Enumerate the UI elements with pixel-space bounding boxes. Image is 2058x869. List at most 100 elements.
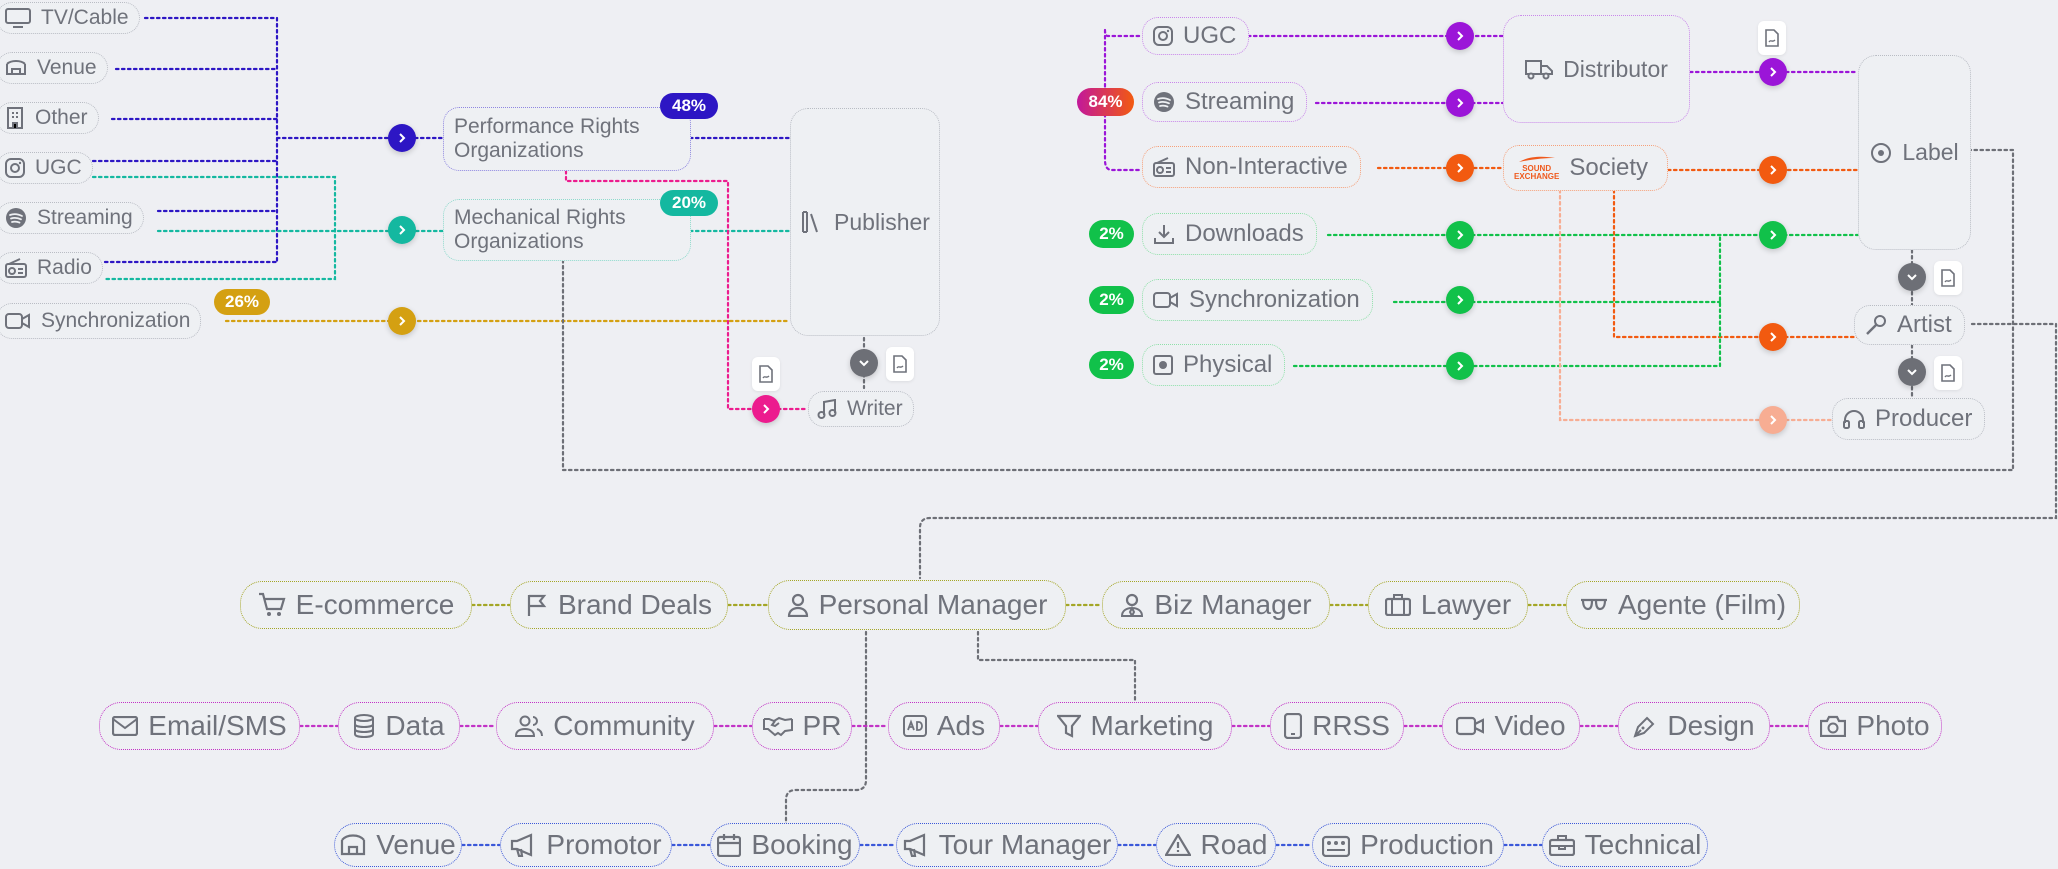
community-label: Community — [553, 710, 695, 741]
group-icon — [515, 715, 544, 737]
artist-node[interactable]: Artist — [1854, 305, 1965, 345]
booking-label: Booking — [751, 829, 853, 860]
lawyer-node[interactable]: Lawyer — [1368, 581, 1528, 629]
tour-manager-node[interactable]: Tour Manager — [896, 823, 1118, 867]
label-down-chevron-icon[interactable] — [1898, 263, 1926, 291]
downloads-label: Downloads — [1185, 220, 1304, 247]
handshake-icon — [762, 715, 793, 737]
pro-arrow-icon[interactable] — [388, 124, 416, 152]
photo-node[interactable]: Photo — [1808, 702, 1942, 750]
data-node[interactable]: Data — [338, 702, 460, 750]
ugc-arrow-icon[interactable] — [1446, 22, 1474, 50]
sunglasses-icon — [1580, 597, 1608, 613]
mechanical-rights-organizations[interactable]: Mechanical Rights Organizations — [443, 199, 691, 261]
business-person-icon — [1120, 593, 1144, 617]
production-node[interactable]: Production — [1312, 823, 1504, 867]
agente-film-node[interactable]: Agente (Film) — [1566, 581, 1800, 629]
producer-arrow-icon[interactable] — [1759, 406, 1787, 434]
downloads-node[interactable]: Downloads — [1142, 213, 1317, 255]
downloads-arrow-icon[interactable] — [1446, 221, 1474, 249]
booking-node[interactable]: Booking — [710, 823, 860, 867]
physical-node[interactable]: Physical — [1142, 344, 1286, 386]
mro-arrow-icon[interactable] — [388, 216, 416, 244]
non-interactive-node[interactable]: Non-Interactive — [1142, 146, 1361, 188]
personal-manager-node[interactable]: Personal Manager — [768, 580, 1066, 630]
biz-manager-node[interactable]: Biz Manager — [1102, 581, 1330, 629]
writer-node[interactable]: Writer — [808, 391, 914, 427]
database-icon — [353, 714, 375, 738]
brand-deals-node[interactable]: Brand Deals — [510, 581, 728, 629]
right-synchronization-node[interactable]: Synchronization — [1142, 279, 1373, 321]
email-sms-node[interactable]: Email/SMS — [99, 702, 300, 750]
road-label: Road — [1200, 829, 1268, 860]
touring-venue-node[interactable]: Venue — [334, 823, 462, 867]
source-synchronization-label: Synchronization — [41, 309, 191, 332]
pr-node[interactable]: PR — [752, 702, 852, 750]
writer-arrow-icon[interactable] — [752, 395, 780, 423]
mro-title: Mechanical Rights Organizations — [454, 206, 626, 253]
road-node[interactable]: Road — [1156, 823, 1276, 867]
marketing-label: Marketing — [1090, 710, 1214, 741]
society-arrow-icon[interactable] — [1759, 156, 1787, 184]
main-share-badge: 84% — [1077, 88, 1134, 116]
source-synchronization[interactable]: Synchronization — [0, 303, 202, 339]
marketing-node[interactable]: Marketing — [1038, 702, 1232, 750]
publisher-node[interactable]: Publisher — [790, 108, 940, 336]
books-icon — [800, 210, 824, 234]
video-camera-icon — [1456, 716, 1485, 736]
download-icon — [1153, 223, 1175, 245]
pro-title: Performance Rights Organizations — [454, 115, 640, 162]
design-node[interactable]: Design — [1618, 702, 1770, 750]
physical-share-badge: 2% — [1089, 351, 1134, 379]
label-contract-icon — [1934, 261, 1962, 295]
source-radio[interactable]: Radio — [0, 252, 103, 284]
promotor-node[interactable]: Promotor — [500, 823, 672, 867]
video-camera-icon — [5, 312, 31, 330]
distributor-node[interactable]: Distributor — [1503, 15, 1690, 123]
megaphone-icon — [903, 833, 929, 857]
lawyer-label: Lawyer — [1420, 589, 1512, 620]
technical-node[interactable]: Technical — [1542, 823, 1708, 867]
ads-node[interactable]: Ads — [888, 702, 1000, 750]
source-tv-cable[interactable]: TV/Cable — [0, 2, 140, 34]
microphone-icon — [1865, 314, 1887, 336]
rrss-label: RRSS — [1312, 710, 1390, 741]
source-other[interactable]: Other — [0, 102, 99, 134]
right-ugc-label: UGC — [1183, 22, 1237, 49]
publisher-down-chevron-icon[interactable] — [850, 349, 878, 377]
performance-rights-organizations[interactable]: Performance Rights Organizations — [443, 107, 691, 171]
mro-share-badge: 20% — [660, 190, 718, 216]
artist-down-chevron-icon[interactable] — [1898, 358, 1926, 386]
label-node[interactable]: Label — [1858, 55, 1971, 250]
publisher-label: Publisher — [834, 208, 930, 235]
source-ugc[interactable]: UGC — [0, 152, 93, 184]
source-streaming[interactable]: Streaming — [0, 202, 144, 234]
sync-arrow-icon[interactable] — [388, 307, 416, 335]
sync2-share-badge: 2% — [1089, 286, 1134, 314]
rrss-node[interactable]: RRSS — [1270, 702, 1404, 750]
touring-venue-label: Venue — [376, 829, 456, 860]
distributor-arrow-icon[interactable] — [1759, 58, 1787, 86]
sync2-arrow-icon[interactable] — [1446, 286, 1474, 314]
music-note-icon — [817, 399, 837, 419]
promotor-label: Promotor — [546, 829, 662, 860]
artist-contract-icon — [1934, 356, 1962, 390]
source-venue[interactable]: Venue — [0, 52, 108, 84]
right-ugc-node[interactable]: UGC — [1142, 17, 1250, 55]
ecommerce-node[interactable]: E-commerce — [240, 581, 472, 629]
artist-arrow-icon[interactable] — [1759, 323, 1787, 351]
community-node[interactable]: Community — [496, 702, 714, 750]
source-other-label: Other — [35, 106, 88, 129]
video-node[interactable]: Video — [1442, 702, 1580, 750]
producer-node[interactable]: Producer — [1832, 398, 1986, 440]
non-interactive-arrow-icon[interactable] — [1446, 154, 1474, 182]
instagram-icon — [5, 158, 25, 178]
right-streaming-node[interactable]: Streaming — [1142, 82, 1308, 122]
streaming-arrow-icon[interactable] — [1446, 89, 1474, 117]
pro-share-badge: 48% — [660, 93, 718, 119]
radio-icon — [5, 258, 27, 278]
biz-manager-label: Biz Manager — [1154, 589, 1312, 620]
label-green-arrow-icon[interactable] — [1759, 221, 1787, 249]
physical-arrow-icon[interactable] — [1446, 352, 1474, 380]
